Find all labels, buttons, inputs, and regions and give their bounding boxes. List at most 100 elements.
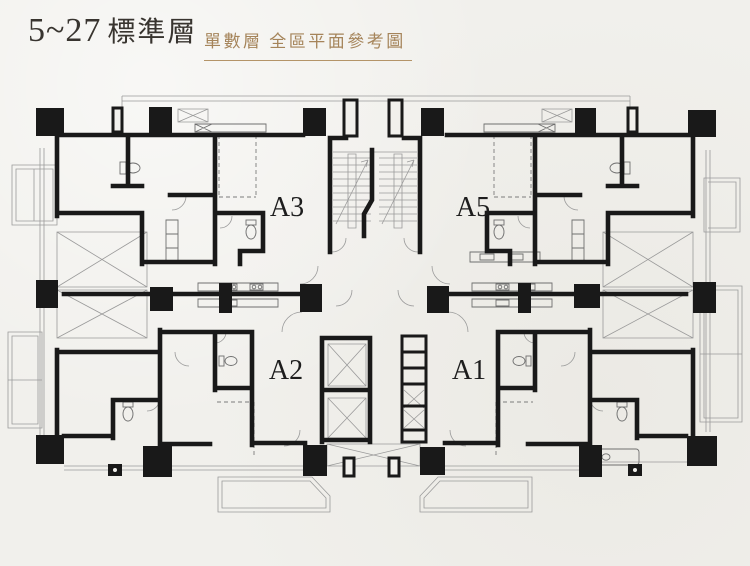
column [150, 287, 173, 311]
stove-burner [503, 284, 509, 290]
unit-label-a3: A3 [270, 192, 304, 223]
stair-treads-left [333, 151, 417, 222]
counter-a5b [571, 219, 585, 263]
left-balcony-upper [11, 164, 58, 226]
drain-dots [113, 468, 637, 472]
column [36, 280, 58, 308]
pipe-slot [111, 106, 124, 134]
column [687, 436, 717, 466]
toilet-bowl [616, 406, 628, 422]
toilet-tank [493, 219, 505, 226]
vent-box-top-right [541, 108, 573, 123]
column [420, 447, 445, 475]
wall-slots [111, 98, 639, 478]
toilet-bowl [512, 356, 526, 366]
walls-elevator-shaft [319, 335, 373, 445]
stair-stringers [347, 153, 403, 229]
closet-top-left [194, 123, 267, 133]
toilet-tank [119, 161, 127, 175]
elevator-cab-2 [327, 397, 367, 439]
walls-a3 [54, 130, 306, 267]
door-arcs-a1 [449, 331, 604, 447]
bottom-eave-line [64, 461, 690, 471]
light-well-right-2 [602, 289, 694, 339]
door-arcs-mid [281, 311, 469, 333]
unit-label-a1: A1 [452, 355, 486, 386]
column [579, 445, 602, 477]
column [303, 445, 327, 476]
unit-label-a5: A5 [456, 192, 490, 223]
stair-treads-right [379, 157, 417, 222]
kitchen-counter-right [471, 282, 553, 308]
toilet-tank [623, 161, 631, 175]
wall-stub [518, 283, 531, 313]
top-eave-line [121, 95, 631, 110]
closet-top-right [483, 123, 556, 133]
column [427, 286, 449, 313]
column [421, 108, 444, 136]
page-subtitle: 單數層 全區平面參考圖 [204, 27, 412, 61]
door-arcs-lobby [331, 237, 419, 307]
door-arcs-a3 [171, 195, 319, 285]
toilet-tank [616, 401, 628, 408]
railing-post [387, 456, 401, 478]
counter-a3 [165, 219, 179, 263]
stove-burner [497, 284, 503, 290]
elevator-cab-1 [327, 343, 367, 387]
column [149, 107, 172, 135]
toilet-bowl [122, 406, 134, 422]
walls [54, 130, 696, 449]
duct-shaft-x [403, 389, 425, 429]
pipe-slot [626, 106, 639, 134]
door-arcs-a2 [146, 331, 301, 447]
kitchen-counter-a5 [469, 251, 541, 263]
stove-burner [251, 284, 257, 290]
unit-labels: A3 A5 A2 A1 [269, 192, 490, 386]
toilet-bowl [493, 224, 505, 240]
toilet-bowl [224, 356, 238, 366]
toilet-tank [218, 355, 225, 367]
structural-columns [36, 107, 717, 477]
dashed-zone-a5 [493, 135, 532, 198]
walls-a1 [442, 291, 696, 449]
toilet-tank [245, 219, 257, 226]
column [693, 282, 716, 313]
balcony-a2 [217, 476, 331, 513]
dashed-zone-a2 [217, 401, 255, 455]
tub-drain [601, 453, 611, 461]
column [575, 108, 596, 135]
stair-vent-slot [387, 98, 404, 138]
drain-dot [633, 468, 637, 472]
right-balcony-lower [699, 285, 743, 423]
walls-a5 [444, 130, 696, 267]
light-well-left-2 [56, 289, 148, 339]
stove-burner [257, 284, 263, 290]
toilet-bowl [245, 224, 257, 240]
toilet-tank [122, 401, 134, 408]
column [300, 284, 322, 312]
unit-label-a2: A2 [269, 355, 303, 386]
balcony-a1 [419, 476, 533, 513]
toilet-tank [525, 355, 532, 367]
fixtures [119, 123, 640, 466]
column [36, 435, 64, 464]
title-floor-range: 5~27 [28, 12, 102, 49]
light-well-left-1 [56, 231, 148, 288]
toilet-fixtures [119, 161, 631, 422]
walls-stair-core [327, 135, 423, 255]
bathtub-a1 [597, 448, 640, 466]
column [688, 110, 716, 137]
light-well-bottom [326, 443, 421, 467]
right-balcony-upper [703, 177, 741, 233]
wall-stub [219, 283, 232, 313]
dashed-zone-a1 [495, 401, 533, 455]
dashed-zone-a3 [218, 135, 257, 198]
walls-a2 [54, 291, 308, 449]
title-suffix: 標準層 [107, 17, 198, 48]
column [574, 284, 600, 308]
light-well-right-1 [602, 231, 694, 288]
